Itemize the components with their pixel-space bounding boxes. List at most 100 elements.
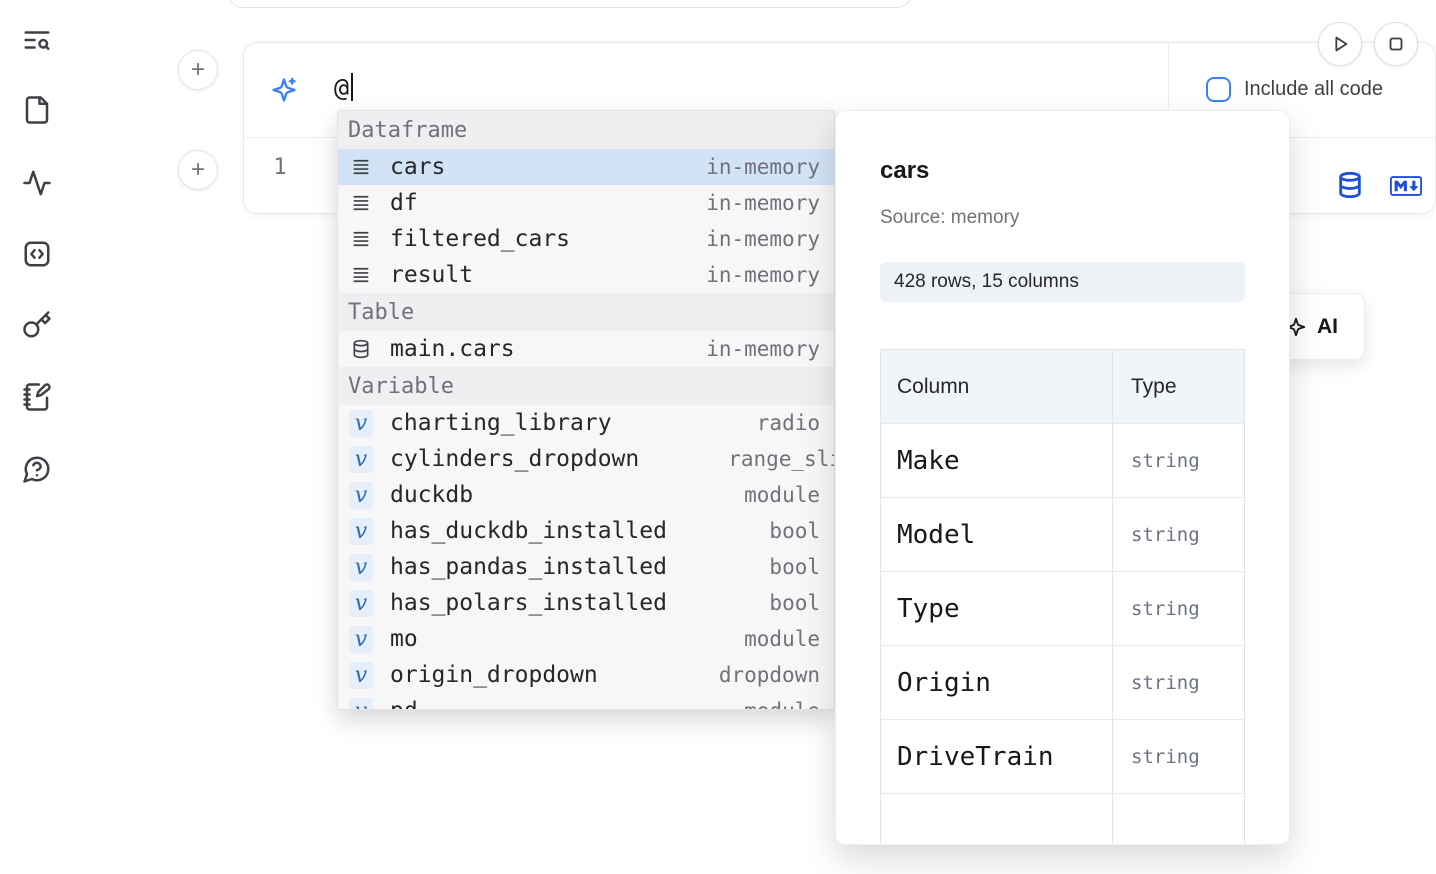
section-label: Variable <box>348 373 454 399</box>
completion-section-dataframe: Dataframe <box>338 111 834 149</box>
completion-item-detail: bool <box>769 591 820 615</box>
text-cursor <box>351 73 354 101</box>
table-row: Type string <box>881 572 1244 646</box>
completion-item-label: has_polars_installed <box>390 590 667 616</box>
completion-item[interactable]: main.cars in-memory <box>338 331 834 367</box>
snippets-code-icon[interactable] <box>21 239 53 271</box>
completion-item-label: result <box>390 262 474 288</box>
completion-item-detail: radio <box>756 411 820 435</box>
completion-item[interactable]: v charting_library radio <box>338 405 834 441</box>
completion-item-label: df <box>390 190 418 216</box>
completion-item-detail: dropdown <box>718 663 820 687</box>
variable-icon: v <box>348 409 374 437</box>
table-row: Model string <box>881 498 1244 572</box>
completion-menu: Dataframe cars in-memory df in-memory fi… <box>337 110 835 710</box>
run-cell-button[interactable] <box>1318 22 1362 66</box>
dataframe-icon <box>348 229 374 249</box>
completion-item[interactable]: filtered_cars in-memory <box>338 221 834 257</box>
plus-icon: + <box>190 156 205 183</box>
variable-icon: v <box>348 517 374 545</box>
dataframe-icon <box>348 157 374 177</box>
completion-item-label: cylinders_dropdown <box>390 446 640 472</box>
completion-item-label: cars <box>390 154 446 180</box>
ai-sparkle-icon <box>270 76 298 104</box>
table-row: Make string <box>881 424 1244 498</box>
column-name: Make <box>897 445 960 476</box>
completion-item[interactable]: v duckdb module <box>338 477 834 513</box>
variable-icon: v <box>348 445 374 473</box>
database-icon[interactable] <box>1336 171 1364 202</box>
add-cell-button-bottom[interactable]: + <box>178 150 218 190</box>
scratchpad-notebook-icon[interactable] <box>21 382 53 414</box>
completion-item-label: filtered_cars <box>390 226 571 252</box>
completion-item[interactable]: cars in-memory <box>338 149 834 185</box>
dataframe-icon <box>348 193 374 213</box>
completion-item-detail: in-memory <box>706 227 820 251</box>
key-icon[interactable] <box>21 310 53 342</box>
stop-button[interactable] <box>1374 22 1418 66</box>
variable-icon: v <box>348 625 374 653</box>
column-type: string <box>1131 523 1200 546</box>
completion-item[interactable]: df in-memory <box>338 185 834 221</box>
type-header: Type <box>1131 374 1177 398</box>
table-header-row: Column Type <box>881 350 1244 424</box>
completion-item[interactable]: v pd module <box>338 693 834 709</box>
help-chat-icon[interactable] <box>21 454 53 486</box>
table-row: Origin string <box>881 646 1244 720</box>
completion-item[interactable]: result in-memory <box>338 257 834 293</box>
variable-icon: v <box>348 481 374 509</box>
column-name: Model <box>897 519 976 550</box>
completion-item-label: origin_dropdown <box>390 662 598 688</box>
preview-title: cars <box>880 157 930 184</box>
add-cell-button-top[interactable]: + <box>178 50 218 90</box>
variable-icon: v <box>348 589 374 617</box>
include-all-code-label: Include all code <box>1244 78 1383 100</box>
table-icon <box>348 339 374 359</box>
divider <box>1168 43 1169 138</box>
include-all-code-control[interactable]: Include all code <box>1206 77 1383 102</box>
column-type: string <box>1131 671 1200 694</box>
completion-item-label: has_pandas_installed <box>390 554 667 580</box>
line-number: 1 <box>273 155 287 180</box>
completion-item[interactable]: v has_polars_installed bool <box>338 585 834 621</box>
completion-item[interactable]: v origin_dropdown dropdown <box>338 657 834 693</box>
markdown-icon[interactable] <box>1390 176 1422 199</box>
left-sidebar <box>0 0 72 874</box>
play-icon <box>1335 36 1348 52</box>
completion-item-label: main.cars <box>390 336 515 362</box>
column-type: string <box>1131 597 1200 620</box>
completion-item[interactable]: v mo module <box>338 621 834 657</box>
completion-item[interactable]: v cylinders_dropdown range_sli <box>338 441 834 477</box>
completion-item-detail: range_sli <box>728 447 835 471</box>
completion-item-detail: in-memory <box>706 191 820 215</box>
ai-prompt-input[interactable]: @ <box>334 73 354 102</box>
schema-table-wrap: Column Type Make string Model string Typ… <box>880 349 1245 844</box>
activity-icon[interactable] <box>21 168 53 200</box>
dataframe-icon <box>348 265 374 285</box>
completion-section-variable: Variable <box>338 367 834 405</box>
completion-item[interactable]: v has_pandas_installed bool <box>338 549 834 585</box>
prompt-value: @ <box>334 73 350 102</box>
column-type: string <box>1131 449 1200 472</box>
section-label: Table <box>348 299 415 325</box>
completion-item-detail: in-memory <box>706 337 820 361</box>
file-icon[interactable] <box>21 95 53 127</box>
ai-button-label: AI <box>1317 314 1338 338</box>
table-row-partial <box>881 794 1244 844</box>
completion-item-detail: module <box>744 483 820 507</box>
completion-item[interactable]: v has_duckdb_installed bool <box>338 513 834 549</box>
variable-icon: v <box>348 697 374 709</box>
ai-sparkle-icon <box>1286 317 1306 336</box>
toc-search-icon[interactable] <box>21 25 53 57</box>
completion-item-label: duckdb <box>390 482 474 508</box>
table-row: DriveTrain string <box>881 720 1244 794</box>
column-name: Type <box>897 593 960 624</box>
column-type: string <box>1131 745 1200 768</box>
completion-item-label: mo <box>390 626 418 652</box>
preview-source: Source: memory <box>880 207 1020 228</box>
shape-badge: 428 rows, 15 columns <box>880 262 1245 302</box>
completion-item-label: charting_library <box>390 410 612 436</box>
completion-item-detail: in-memory <box>706 263 820 287</box>
include-all-code-checkbox[interactable] <box>1206 77 1231 102</box>
